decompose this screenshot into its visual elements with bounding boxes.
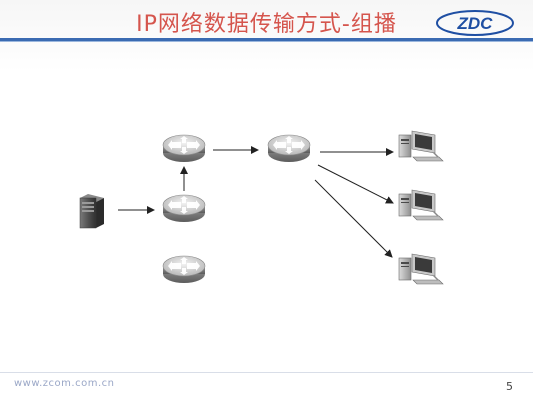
- router-isolated-icon: [162, 255, 206, 284]
- zdc-logo: ZDC: [436, 10, 514, 36]
- client-2-pc-icon: [398, 189, 444, 221]
- footer-rule: [0, 372, 533, 373]
- header-rule: [0, 38, 533, 41]
- logo-ring: [436, 10, 514, 36]
- header-rule-light: [0, 41, 533, 42]
- slide-title: IP网络数据传输方式-组播: [136, 12, 397, 37]
- router-upper-icon: [162, 134, 206, 163]
- edge-router-core-to-client-3: [314, 179, 393, 258]
- client-3-pc-icon: [398, 253, 444, 285]
- router-core-icon: [267, 134, 311, 163]
- source-server-icon: [79, 194, 104, 229]
- logo-text: ZDC: [457, 14, 494, 33]
- page-number: 5: [506, 380, 513, 393]
- edge-router-core-to-client-2: [317, 164, 394, 204]
- router-entry-icon: [162, 194, 206, 223]
- footer-url[interactable]: www.zcom.com.cn: [14, 378, 115, 389]
- client-1-pc-icon: [398, 130, 444, 162]
